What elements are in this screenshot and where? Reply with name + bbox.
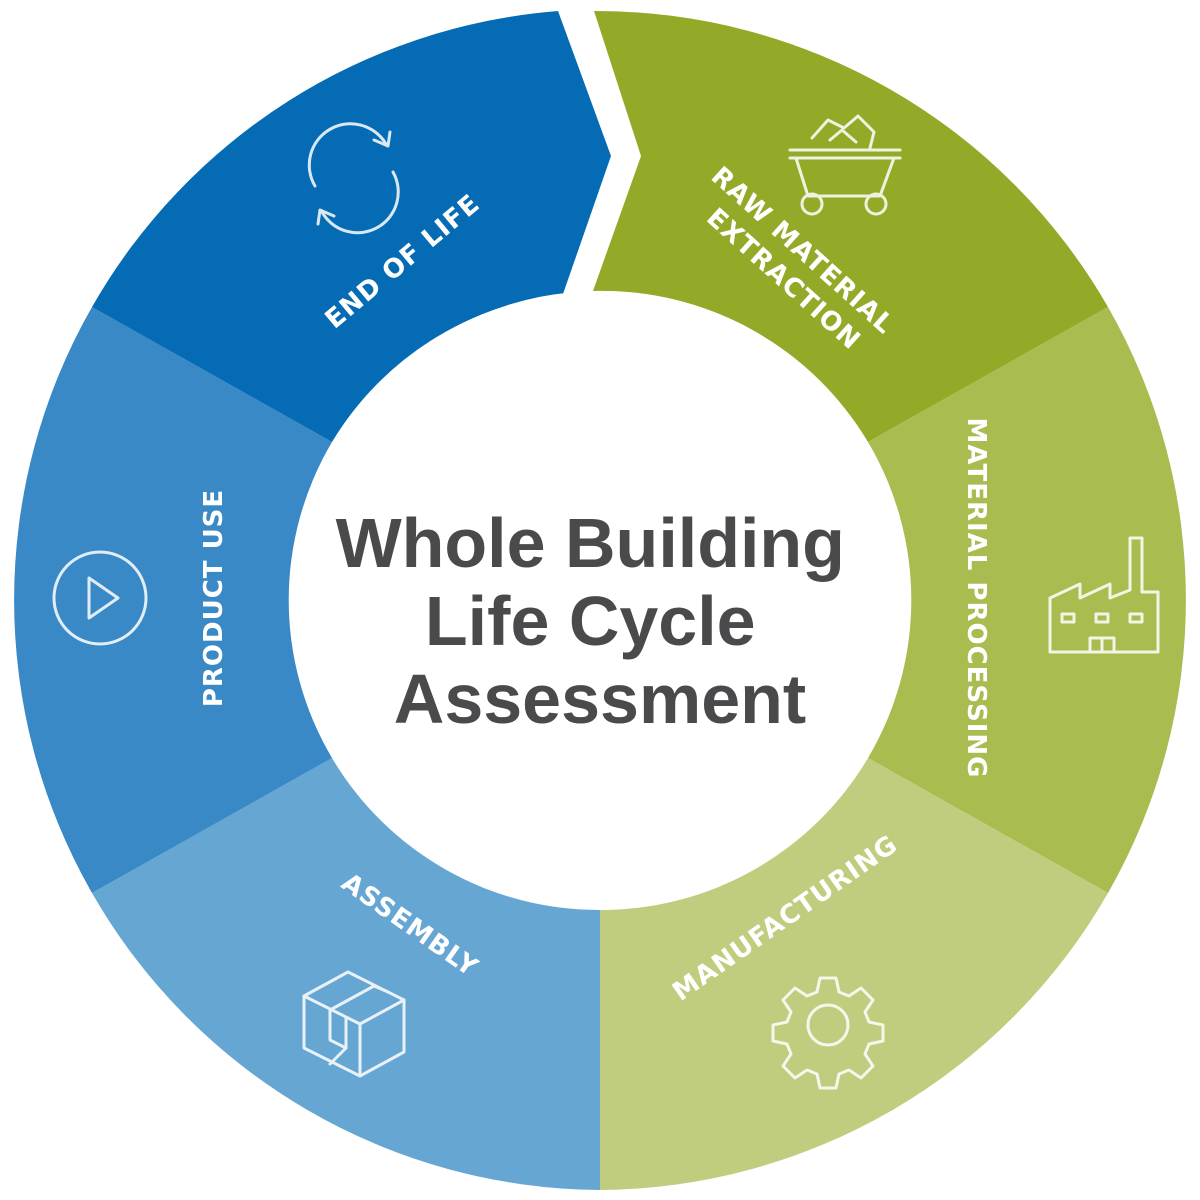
segment-manufacturing: [600, 758, 1108, 1190]
center-circle: [291, 291, 909, 909]
label-product-use: PRODUCT USE: [199, 489, 229, 707]
gear-icon: [771, 976, 885, 1090]
box-icon: [302, 970, 406, 1078]
play-icon: [52, 550, 148, 646]
center-title-line-2: Life Cycle: [425, 582, 756, 660]
recycle-arrows-icon: [307, 122, 400, 235]
factory-icon: [1048, 536, 1160, 654]
center-title-line-1: Whole Building: [336, 504, 845, 582]
segment-material-processing: [868, 307, 1186, 893]
label-material-processing: MATERIAL PROCESSING: [961, 418, 991, 779]
segment-end-of-life: [92, 11, 611, 442]
segment-raw-material-extraction: [593, 10, 1108, 443]
segment-product-use: [14, 307, 333, 893]
mine-cart-icon: [788, 114, 902, 216]
center-title-line-3: Assessment: [394, 660, 806, 738]
center-title: Whole Building Life Cycle Assessment: [336, 504, 865, 738]
